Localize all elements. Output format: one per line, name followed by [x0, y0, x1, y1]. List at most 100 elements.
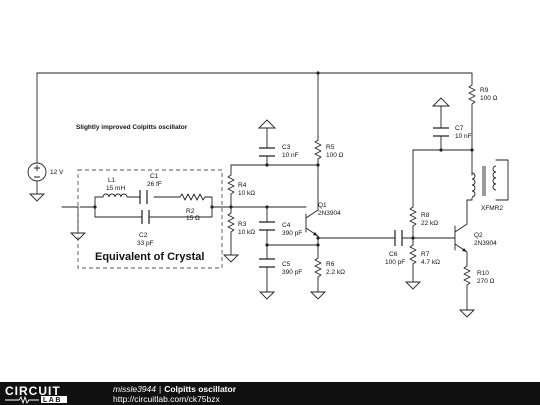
c1-name-label: C1 [150, 173, 159, 180]
q2-body [454, 199, 468, 267]
ground-icon [404, 281, 422, 290]
r10-name-label: R10 [477, 270, 489, 277]
voltage-source-polarity [34, 165, 40, 178]
r8-symbol [409, 206, 417, 229]
crystal-parallel-wire [94, 206, 213, 218]
r6-value-label: 2.2 kΩ [326, 269, 345, 276]
l1-name-label: L1 [108, 177, 116, 184]
circuit-url-link[interactable]: http://circuitlab.com/ck75bzx [113, 394, 220, 404]
c7-symbol [433, 127, 449, 137]
circuitlab-logo: CIRCUIT LAB [5, 384, 67, 404]
c2-value-label: 33 pF [137, 240, 154, 247]
title-separator: | [159, 384, 162, 394]
crystal-series-wire [94, 196, 213, 208]
c3-symbol [259, 147, 275, 157]
r3-name-label: R3 [238, 221, 247, 228]
schematic-note: Slightly improved Colpitts oscillator [76, 124, 188, 131]
r3-value-label: 10 kΩ [238, 229, 255, 236]
junction-dot [439, 148, 443, 152]
r7-symbol [409, 244, 417, 267]
r10-value-label: 270 Ω [477, 278, 495, 285]
xfmr-primary-lead [466, 197, 473, 201]
svg-text:LAB: LAB [43, 397, 62, 404]
ground-icon [222, 254, 240, 263]
author-link[interactable]: missle3944 [113, 384, 156, 394]
c3-name-label: C3 [282, 144, 291, 151]
r6-name-label: R6 [326, 261, 335, 268]
xfmr-primary-coil [471, 172, 476, 198]
r7-value-label: 4.7 kΩ [421, 259, 440, 266]
r2-symbol [179, 193, 206, 201]
q1-value-label: 2N3904 [318, 210, 341, 217]
supply-value-label: 12 V [50, 169, 64, 176]
q2-value-label: 2N3904 [474, 240, 497, 247]
c6-value-label: 100 pF [385, 259, 405, 266]
junction-dot [316, 163, 320, 167]
footer-title: missle3944|Colpitts oscillator [113, 384, 236, 394]
r10-symbol [463, 265, 471, 288]
junction-dot [93, 205, 97, 209]
ground-icon [458, 309, 476, 318]
r4-value-label: 10 kΩ [238, 190, 255, 197]
c2-symbol [141, 210, 150, 224]
circuit-schematic: Slightly improved Colpitts oscillator Eq… [27, 71, 509, 318]
q2-name-label: Q2 [474, 232, 483, 239]
r2-name-label: R2 [186, 208, 195, 215]
junction-dot [229, 205, 233, 209]
r6-symbol [314, 257, 322, 280]
junction-dot [316, 71, 320, 75]
ac-ground-icon [431, 97, 451, 107]
ground-icon [28, 193, 46, 202]
c4-name-label: C4 [282, 222, 291, 229]
r5-name-label: R5 [326, 144, 335, 151]
xfmr2-name-label: XFMR2 [481, 205, 503, 212]
c4-value-label: 390 pF [282, 230, 302, 237]
crystal-equivalent-box [77, 169, 223, 269]
circuit-name: Colpitts oscillator [164, 384, 237, 394]
ground-icon [309, 291, 327, 300]
r5-symbol [314, 139, 322, 162]
r9-name-label: R9 [480, 87, 489, 94]
q1-body [305, 174, 319, 259]
c5-value-label: 390 pF [282, 269, 302, 276]
junction-dot [265, 205, 269, 209]
r8-value-label: 22 kΩ [421, 220, 438, 227]
r8-name-label: R8 [421, 212, 430, 219]
q1-emitter-arrow [313, 232, 318, 236]
c6-name-label: C6 [389, 251, 398, 258]
junction-dot [210, 205, 214, 209]
voltage-source-symbol [27, 162, 47, 182]
c5-name-label: C5 [282, 261, 291, 268]
c7-value-label: 10 nF [455, 133, 472, 140]
c5-symbol [259, 258, 275, 268]
r2-value-label: 15 Ω [186, 215, 200, 222]
ground-icon [258, 291, 276, 300]
r3-symbol [227, 212, 235, 235]
c6-symbol [394, 230, 403, 246]
c3-value-label: 10 nF [282, 152, 299, 159]
xfmr-secondary-coil [492, 165, 497, 191]
r9-symbol [468, 84, 476, 107]
c1-symbol [139, 190, 148, 204]
c2-name-label: C2 [139, 232, 148, 239]
junction-dot [316, 243, 320, 247]
feedback-cap-wire [266, 206, 319, 293]
q1-name-label: Q1 [318, 202, 327, 209]
r4-symbol [227, 174, 235, 197]
crystal-box-label: Equivalent of Crystal [95, 251, 204, 263]
c1-value-label: 26 fF [147, 181, 162, 188]
xfmr-secondary-leads [495, 159, 509, 201]
l1-value-label: 15 mH [106, 185, 125, 192]
svg-text:CIRCUIT: CIRCUIT [5, 384, 61, 398]
junction-dot [316, 236, 320, 240]
q2-emitter-arrow [462, 248, 467, 252]
r5-value-label: 100 Ω [326, 152, 344, 159]
xfmr-core [482, 166, 486, 196]
junction-dot [470, 148, 474, 152]
r7-name-label: R7 [421, 251, 430, 258]
r9-node-wire [412, 106, 473, 176]
supply-rail-wire [36, 72, 473, 86]
junction-dot [265, 163, 269, 167]
crystal-left-wire [61, 206, 79, 234]
